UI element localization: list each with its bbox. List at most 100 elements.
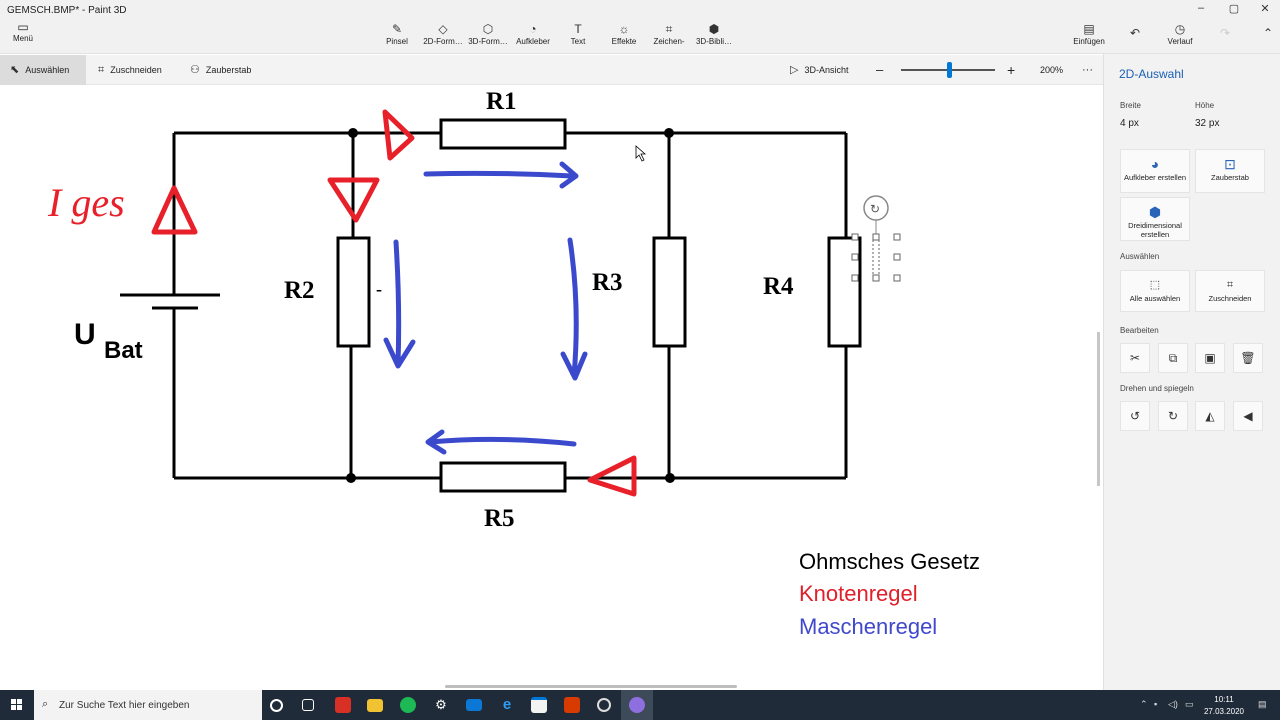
paint3d-icon[interactable] (629, 697, 645, 713)
language-icon[interactable]: ▭ (1185, 699, 1194, 709)
zoom-slider-thumb[interactable] (947, 62, 952, 78)
select-tool[interactable]: ⬉Auswählen (0, 55, 86, 85)
spotify-icon[interactable] (400, 697, 416, 713)
edge-icon[interactable]: e (502, 696, 512, 713)
properties-panel: 2D-Auswahl Breite 4 px Höhe 32 px ◕ Aufk… (1103, 54, 1280, 690)
resize-handle[interactable] (851, 253, 859, 261)
make-3d-label: Dreidimensional erstellen (1128, 221, 1182, 239)
tray-chevron-icon[interactable]: ⌃ (1140, 699, 1148, 709)
rotate-right-button[interactable]: ↻ (1158, 401, 1188, 431)
tray-app-icon[interactable]: ▪ (1154, 699, 1158, 709)
zoom-in-button[interactable]: + (1007, 62, 1016, 78)
settings-icon[interactable]: ⚙ (435, 697, 447, 712)
panel-title: 2D-Auswahl (1119, 67, 1184, 81)
tool-3d-shapes[interactable]: ⬡3D-Form… (465, 22, 511, 46)
pdf-app-icon[interactable] (335, 697, 351, 713)
paste-button[interactable]: ▣ (1195, 343, 1225, 373)
volume-icon[interactable]: ◁) (1168, 699, 1178, 709)
tool-3d-library[interactable]: ⬢3D-Bibli… (691, 22, 737, 46)
rotate-left-icon: ↺ (1129, 409, 1141, 423)
redo-button[interactable]: ↷ (1200, 26, 1250, 41)
make-3d-button[interactable]: ⬢ Dreidimensional erstellen (1120, 197, 1190, 241)
paste-icon: ▣ (1204, 351, 1216, 365)
resistor-r1 (439, 118, 567, 150)
selection-box[interactable] (872, 233, 880, 279)
selection-handles[interactable]: ↻ (851, 195, 901, 282)
resize-handle[interactable] (872, 233, 880, 241)
label-r1: R1 (486, 88, 517, 115)
tool-brush[interactable]: ✎Pinsel (374, 22, 420, 46)
node-dot (665, 473, 675, 483)
magic-select-button[interactable]: ⊡ Zauberstab (1195, 149, 1265, 193)
more-options-button[interactable]: ··· (1082, 64, 1093, 76)
kirchhoff-node-arrows: I ges (47, 109, 637, 497)
file-explorer-icon[interactable] (367, 699, 383, 712)
office-icon[interactable] (564, 697, 580, 713)
magic-select-tool[interactable]: ⚇Zauberstab (180, 55, 251, 85)
vertical-scrollbar[interactable] (1097, 332, 1100, 486)
label-r4: R4 (763, 273, 794, 300)
maximize-button[interactable]: ▢ (1228, 3, 1240, 15)
resize-handle[interactable] (851, 274, 859, 282)
label-u: U (74, 318, 96, 351)
tool-label: Pinsel (386, 37, 408, 46)
taskbar-search[interactable]: ⌕ Zur Suche Text hier eingeben (34, 690, 262, 720)
cube-icon: ⬢ (1148, 204, 1162, 220)
make-sticker-button[interactable]: ◕ Aufkleber erstellen (1120, 149, 1190, 193)
resize-handle[interactable] (893, 274, 901, 282)
horizontal-scrollbar[interactable] (445, 685, 737, 688)
width-value[interactable]: 4 px (1120, 118, 1139, 129)
resize-handle[interactable] (893, 253, 901, 261)
select-all-button[interactable]: ⬚ Alle auswählen (1120, 270, 1190, 312)
store-icon[interactable] (531, 697, 547, 713)
clock-date[interactable]: 27.03.2020 (1203, 707, 1245, 716)
zoom-out-button[interactable]: – (876, 62, 884, 77)
flip-vertical-button[interactable]: ◀ (1233, 401, 1263, 431)
clock-time[interactable]: 10:11 (1214, 695, 1234, 704)
tool-stickers[interactable]: ◔Aufkleber (510, 22, 556, 46)
resistor-labels: R1 R2 R3 R4 R5 - (284, 88, 794, 532)
tool-canvas[interactable]: ⌗Zeichen- (646, 22, 692, 46)
resize-handle[interactable] (893, 233, 901, 241)
minimize-button[interactable]: – (1197, 2, 1205, 14)
tool-effects[interactable]: ☼Effekte (601, 22, 647, 46)
crop-tool[interactable]: ⌗Zuschneiden (88, 55, 162, 85)
magic-select-icon: ⊡ (1224, 156, 1236, 172)
tool-2d-shapes[interactable]: ◇2D-Form… (420, 22, 466, 46)
label-bat: Bat (104, 337, 143, 364)
3d-view-toggle[interactable]: ▷3D-Ansicht (780, 55, 848, 85)
cut-button[interactable]: ✂ (1120, 343, 1150, 373)
height-value[interactable]: 32 px (1195, 118, 1220, 129)
menu-button[interactable]: ▭ Menü (4, 20, 42, 52)
copy-button[interactable]: ⧉ (1158, 343, 1188, 373)
undo-button[interactable]: ↶ (1110, 26, 1160, 41)
rotate-left-button[interactable]: ↺ (1120, 401, 1150, 431)
panel-crop-button[interactable]: ⌗ Zuschneiden (1195, 270, 1265, 312)
make-sticker-label: Aufkleber erstellen (1123, 173, 1187, 182)
tool-label: 3D-Form… (468, 37, 508, 46)
resize-handle[interactable] (872, 274, 880, 282)
edit-heading: Bearbeiten (1120, 326, 1159, 335)
zoom-level[interactable]: 200% (1040, 65, 1064, 75)
delete-button[interactable]: 🗑 (1233, 343, 1263, 373)
resize-handle[interactable] (851, 233, 859, 241)
notification-icon[interactable]: ▤ (1258, 699, 1267, 709)
task-view-icon[interactable] (302, 699, 314, 711)
cortana-icon[interactable] (270, 699, 283, 712)
3d-view-icon: ▷ (790, 64, 799, 76)
circuit-drawing: R1 R2 R3 R4 R5 - U Bat I ges ↻ (47, 88, 901, 532)
search-placeholder: Zur Suche Text hier eingeben (59, 700, 190, 711)
mail-icon[interactable] (466, 699, 482, 711)
expand-panel-button[interactable]: ⌃ (1243, 26, 1280, 41)
drawing-canvas[interactable]: R1 R2 R3 R4 R5 - U Bat I ges ↻ (0, 86, 1103, 690)
insert-button[interactable]: ▤Einfügen (1064, 22, 1114, 46)
history-button[interactable]: ◷Verlauf (1155, 22, 1205, 46)
obs-icon[interactable] (597, 698, 611, 712)
close-button[interactable]: ✕ (1260, 3, 1270, 15)
folder-icon: ▭ (17, 20, 29, 34)
current-arrow-right (382, 109, 415, 161)
start-button[interactable] (0, 690, 34, 720)
magic-select-label: Zauberstab (205, 65, 252, 75)
flip-horizontal-button[interactable]: ◭ (1195, 401, 1225, 431)
